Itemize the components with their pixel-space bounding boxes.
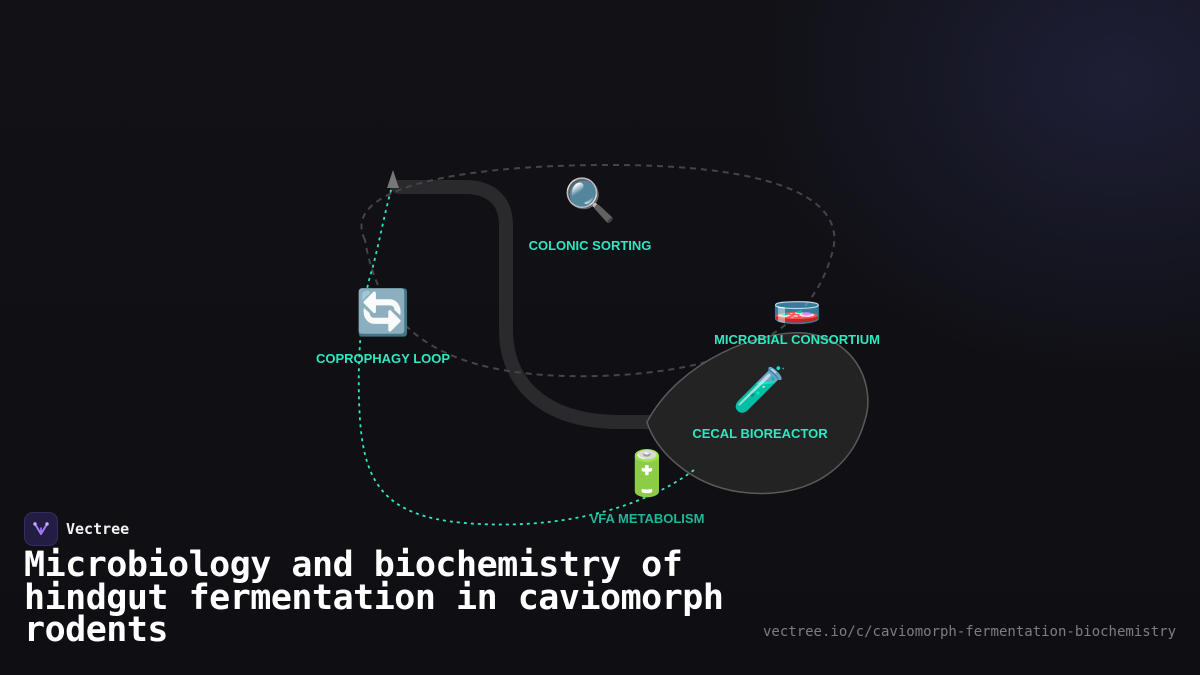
branch-tree-icon [24, 512, 58, 546]
arrowhead-icon [387, 170, 399, 188]
brand-name: Vectree [66, 520, 130, 538]
cecum-shape [646, 332, 869, 495]
node-coprophagy-loop[interactable]: 🔄 COPROPHAGY LOOP [316, 288, 450, 367]
node-label: COLONIC SORTING [529, 238, 652, 253]
test-tube-icon: 🧪 [733, 365, 788, 416]
brand[interactable]: Vectree [24, 512, 129, 546]
recycle-arrows-icon: 🔄 [356, 288, 411, 339]
coprophagy-path [357, 179, 695, 526]
battery-icon: 🔋 [620, 449, 675, 500]
source-url[interactable]: vectree.io/c/caviomorph-fermentation-bio… [762, 624, 1176, 640]
node-vfa-metabolism[interactable]: 🔋 VFA METABOLISM [590, 449, 705, 527]
node-label: COPROPHAGY LOOP [316, 351, 450, 366]
gut-tube [391, 180, 657, 429]
node-colonic-sorting[interactable]: 🔍 COLONIC SORTING [529, 174, 652, 254]
node-cecal-bioreactor[interactable]: 🧪 CECAL BIOREACTOR [692, 365, 828, 442]
page-title: Microbiology and biochemistry of hindgut… [24, 545, 724, 650]
node-label: VFA METABOLISM [590, 511, 705, 526]
node-label: CECAL BIOREACTOR [692, 426, 828, 441]
node-microbial-consortium[interactable]: 🧫 MICROBIAL CONSORTIUM [714, 280, 880, 347]
petri-dish-icon: 🧫 [772, 280, 822, 326]
node-label: MICROBIAL CONSORTIUM [714, 332, 880, 347]
magnifying-glass-icon: 🔍 [564, 174, 616, 225]
